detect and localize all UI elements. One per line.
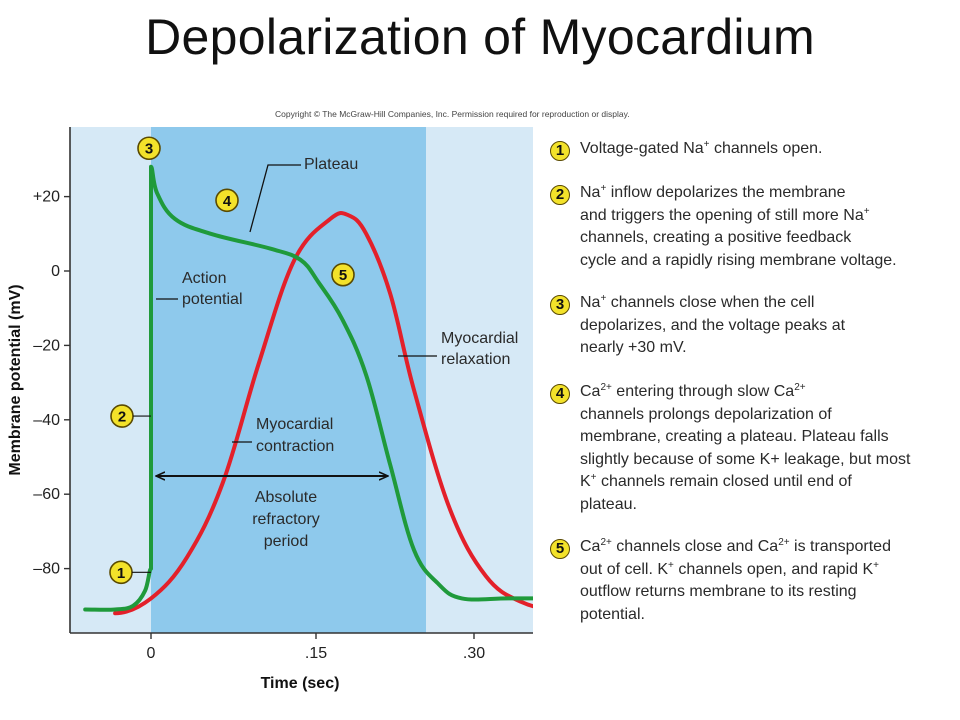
legend-line: and triggers the opening of still more N…	[580, 205, 870, 224]
plateau-leader	[249, 164, 301, 233]
legend-line: Ca2+ entering through slow Ca2+	[580, 382, 806, 401]
y-tick-label: –40	[33, 412, 60, 429]
y-tick-label: –80	[33, 561, 60, 578]
y-tick-label: –20	[33, 337, 60, 354]
y-axis-label: Membrane potential (mV)	[7, 284, 24, 475]
x-tick-label: .15	[305, 645, 327, 662]
step-marker-label: 4	[223, 193, 232, 210]
step-marker-circle	[331, 262, 355, 287]
y-tick-label: –60	[33, 486, 60, 503]
legend-line: membrane, creating a plateau. Plateau fa…	[580, 428, 889, 445]
step-marker-1: 1	[109, 560, 151, 585]
legend-badge: 4	[550, 384, 570, 404]
legend-line: nearly +30 mV.	[580, 339, 687, 356]
annotation-refractory-line1: Absolute	[255, 489, 317, 506]
annotation-action-potential-line2: potential	[182, 291, 243, 308]
annotation-myocardial-contraction-line2: contraction	[256, 438, 334, 455]
legend-line: cycle and a rapidly rising membrane volt…	[580, 251, 897, 269]
legend-line: Na+ inflow depolarizes the membrane	[580, 183, 846, 202]
action-potential-curve	[83, 164, 533, 612]
step-marker-circle	[137, 136, 161, 161]
annotation-refractory-line2: refractory	[252, 511, 320, 528]
legend-badge: 5	[550, 539, 570, 559]
legend-line: depolarizes, and the voltage peaks at	[580, 316, 846, 334]
copyright-notice: Copyright © The McGraw-Hill Companies, I…	[275, 109, 630, 119]
legend-line: outflow returns membrane to its resting	[580, 583, 857, 600]
myocardial-contraction-curve	[113, 211, 533, 616]
legend-badge: 2	[550, 185, 570, 205]
step-marker-3: 3	[137, 136, 161, 161]
annotation-action-potential-line1: Action	[182, 270, 226, 287]
annotation-myocardial-relaxation-line2: relaxation	[441, 351, 510, 368]
legend-line: potential.	[580, 605, 645, 623]
legend-line: K+ channels remain closed until end of	[580, 472, 852, 491]
legend-line: out of cell. K+ channels open, and rapid…	[580, 559, 879, 578]
page-title: Depolarization of Myocardium	[145, 9, 815, 65]
legend-line: channels prolongs depolarization of	[580, 405, 832, 423]
legend-line: slightly because of some K+ leakage, but…	[580, 450, 911, 468]
legend-badge: 3	[550, 295, 570, 315]
step-marker-label: 1	[117, 565, 125, 582]
y-tick-label: +20	[33, 189, 60, 206]
legend-line: Ca2+ channels close and Ca2+ is transpor…	[580, 537, 891, 556]
legend-line: plateau.	[580, 495, 637, 513]
x-tick-label: 0	[147, 645, 156, 662]
legend-line: channels, creating a positive feedback	[580, 229, 852, 246]
legend-line: Na+ channels close when the cell	[580, 293, 815, 312]
step-marker-circle	[215, 188, 239, 213]
refractory-band	[151, 127, 426, 633]
x-tick-label: .30	[463, 645, 485, 662]
annotation-plateau: Plateau	[304, 156, 358, 173]
legend-line: Voltage-gated Na+ channels open.	[580, 139, 823, 158]
y-tick-label: 0	[51, 263, 60, 280]
annotation-refractory-line3: period	[264, 533, 308, 550]
annotation-myocardial-relaxation-line1: Myocardial	[441, 330, 518, 347]
step-marker-5: 5	[331, 262, 355, 287]
legend-badge: 1	[550, 141, 570, 161]
step-marker-4: 4	[215, 188, 239, 213]
step-marker-label: 5	[339, 267, 347, 284]
step-marker-2: 2	[110, 404, 151, 428]
step-marker-label: 3	[145, 141, 153, 158]
step-marker-label: 2	[118, 409, 126, 426]
x-axis-label: Time (sec)	[261, 675, 340, 692]
annotation-myocardial-contraction-line1: Myocardial	[256, 416, 333, 433]
